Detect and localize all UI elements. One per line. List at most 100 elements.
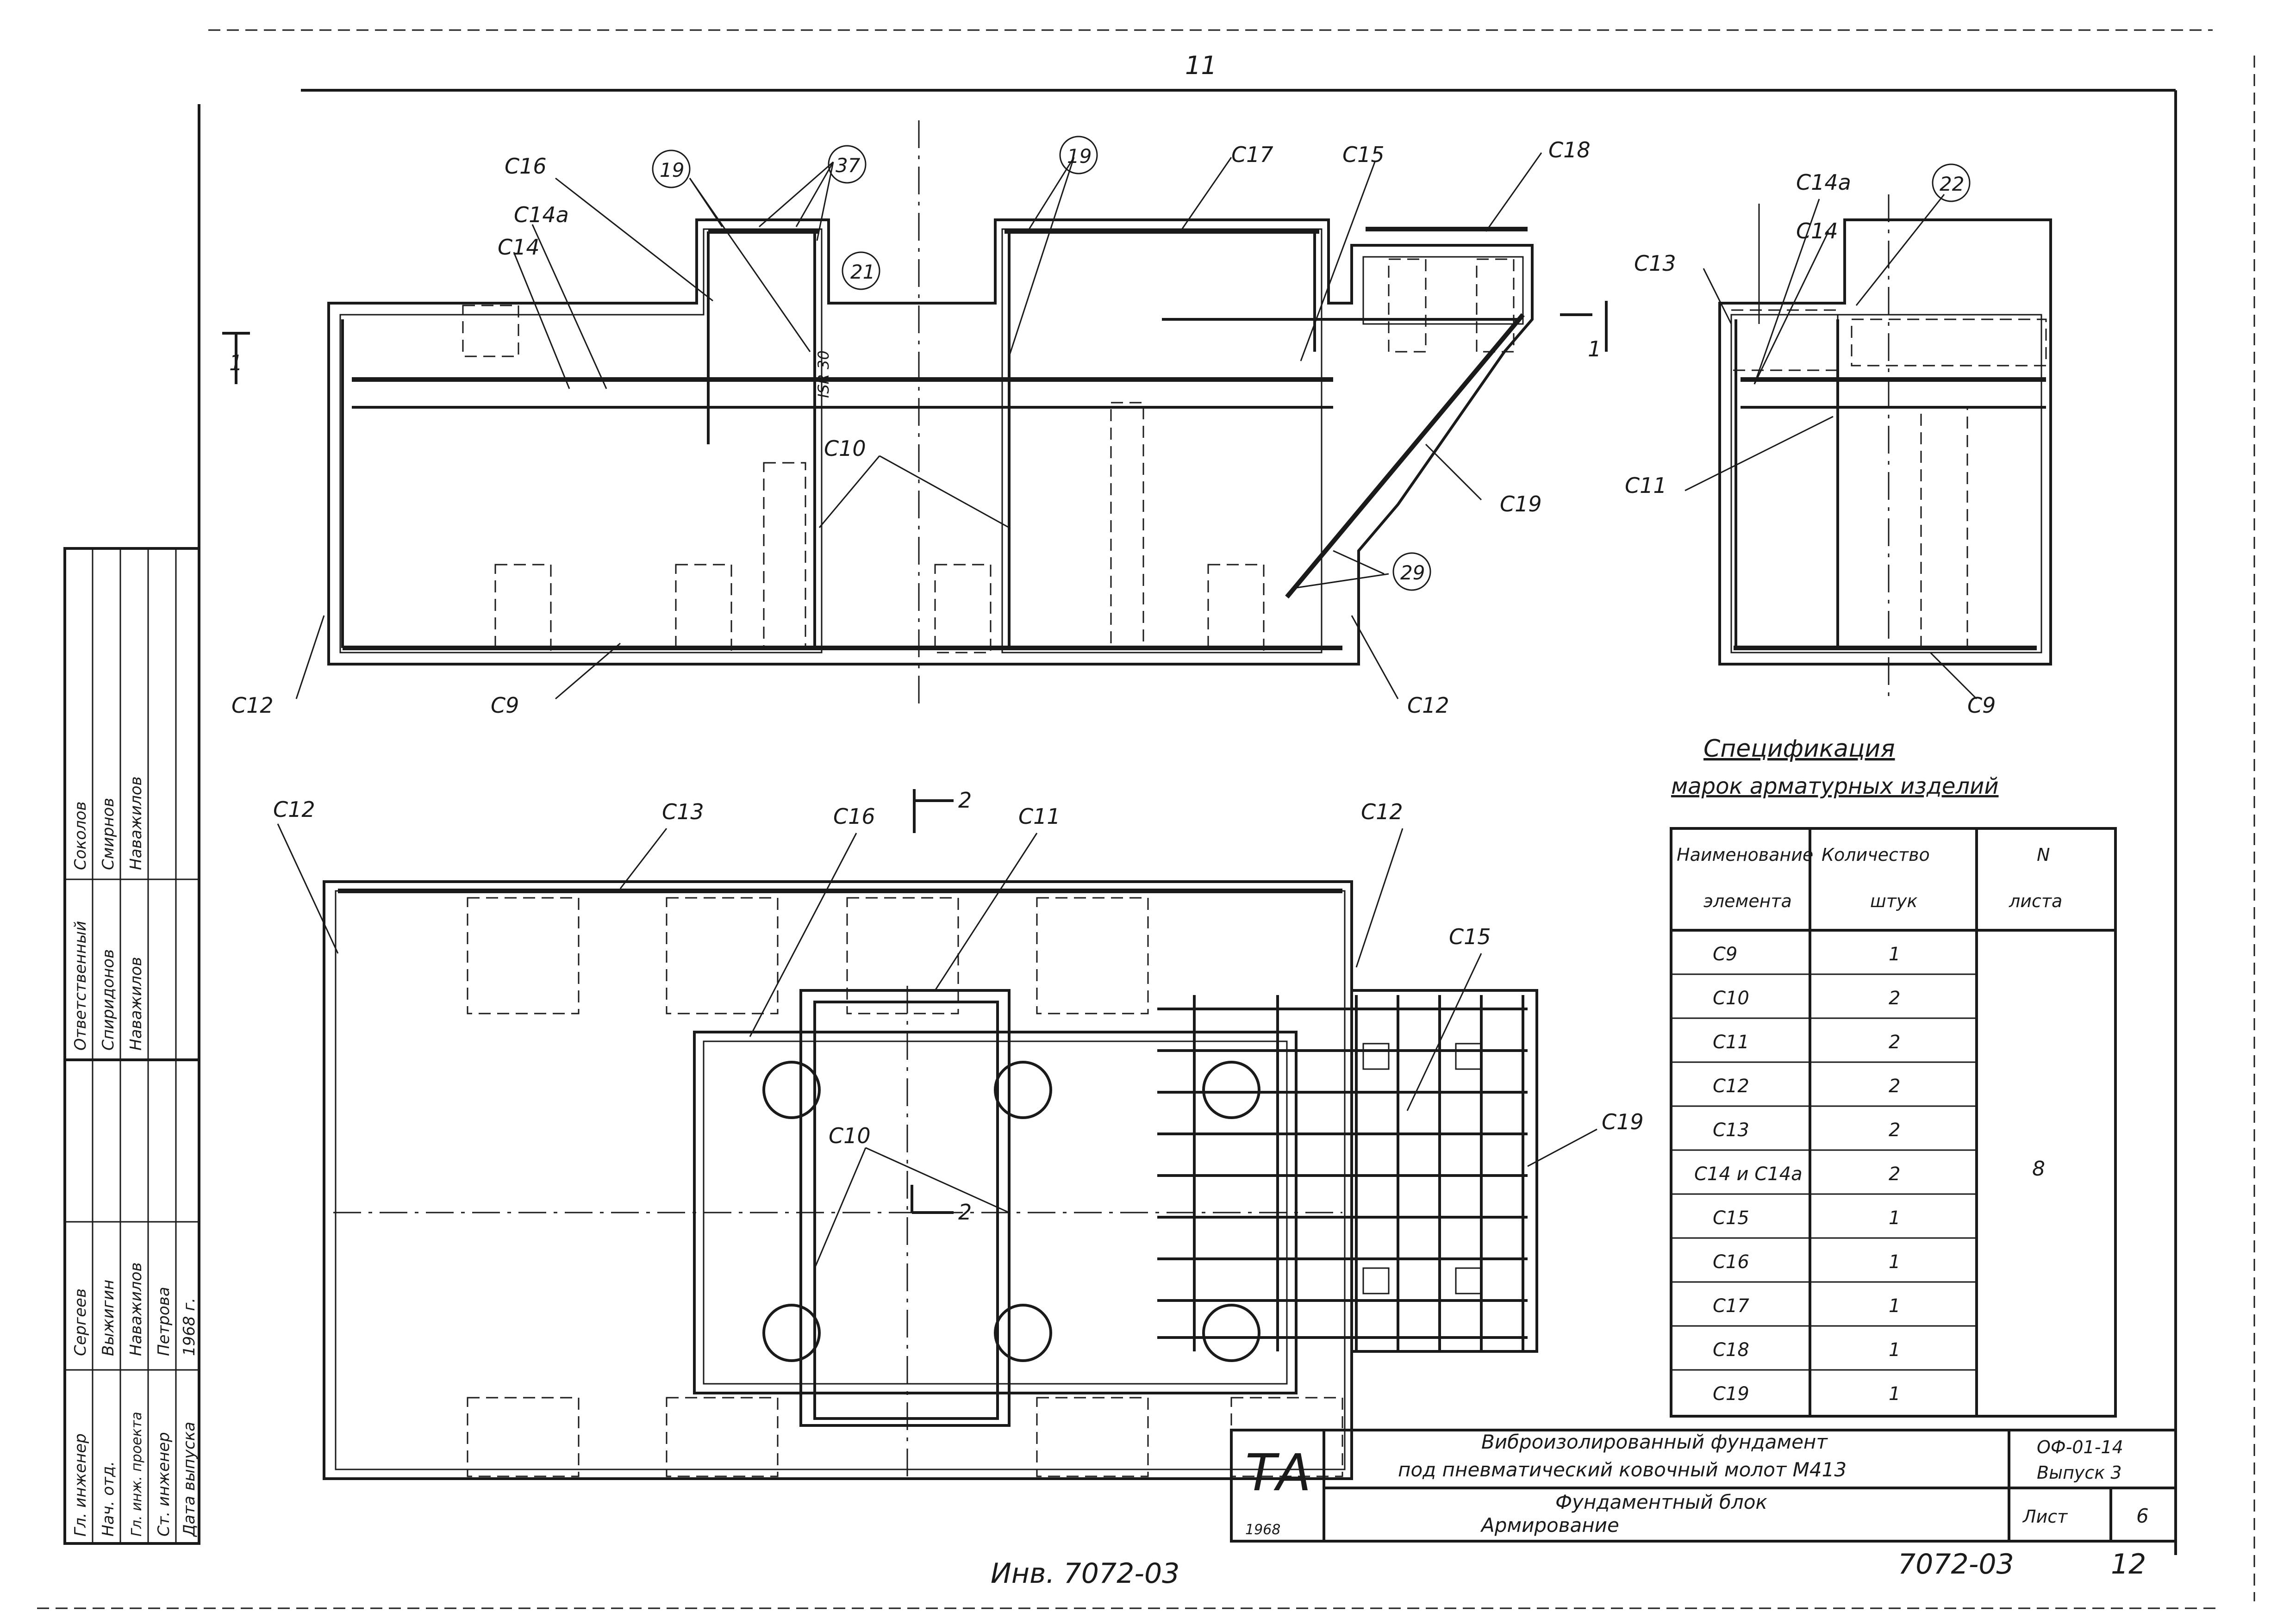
callout-19-b: 19 (1067, 145, 1092, 168)
section-marker-2-bottom: 2 (958, 1200, 972, 1225)
spec-row-qty: 1 (1889, 1295, 1900, 1317)
plan-label-c19: C19 (1602, 1109, 1644, 1134)
title-block-logo: ТА (1245, 1443, 1311, 1502)
drawing-issue: Выпуск 3 (2037, 1462, 2122, 1483)
sheet-frame (37, 29, 2255, 1609)
label-c12-right: C12 (1407, 693, 1449, 718)
spec-header-name-2: элемента (1703, 891, 1792, 911)
spec-row-name: C14 и C14a (1694, 1164, 1803, 1185)
callout-29: 29 (1400, 561, 1425, 584)
spec-header-qty-1: Количество (1822, 845, 1930, 865)
stamp-role: Ст. инженер (155, 1432, 173, 1537)
side-label-c11: C11 (1625, 473, 1667, 498)
label-c19: C19 (1500, 492, 1542, 516)
plan-view: 2 2 C12 C13 C16 C11 C12 C15 C19 C10 (273, 788, 1644, 1480)
stamp-role: Нач. отд. (99, 1461, 118, 1537)
stamp-name: Наважилов (127, 1262, 145, 1356)
label-c17: C17 (1231, 142, 1273, 167)
subtitle-line-1: Фундаментный блок (1555, 1491, 1767, 1513)
spec-header-name-1: Наименование (1677, 845, 1813, 865)
spec-row-name: C12 (1713, 1076, 1749, 1097)
spec-row: C15 1 (1713, 1207, 1900, 1229)
stamp-row: Гл. инженер Сергеев (71, 1288, 90, 1537)
stamp-role: Гл. инженер (71, 1433, 90, 1537)
section-marker-1-left: 1 (229, 350, 243, 375)
callout-22: 22 (1940, 173, 1964, 195)
plan-label-c12-left: C12 (273, 797, 315, 822)
stamp-row: Нач. отд. Выжигин (99, 1280, 118, 1537)
spec-header-qty-2: штук (1870, 891, 1917, 911)
label-c18: C18 (1548, 137, 1591, 162)
side-stamp: Гл. инженер Сергеев Нач. отд. Выжигин Гл… (63, 547, 200, 1545)
spec-row-qty: 1 (1889, 1339, 1900, 1361)
stamp-row: Гл. инж. проекта Наважилов (127, 1262, 145, 1537)
spec-row-name: C9 (1713, 944, 1737, 965)
spec-subtitle: марок арматурных изделий (1671, 773, 1999, 799)
spec-row-qty: 1 (1889, 1251, 1900, 1273)
spec-row-qty: 1 (1889, 1207, 1900, 1229)
spec-row-name: C17 (1713, 1295, 1749, 1317)
stamp-name: Петрова (155, 1287, 173, 1356)
spec-row-name: C10 (1713, 988, 1749, 1009)
stamp-extra-name: Наважилов (127, 776, 145, 870)
stamp-extra-row: Ответственный Соколов (71, 802, 90, 1051)
stamp-role: Дата выпуска (180, 1422, 199, 1537)
section-marker-2-top: 2 (958, 788, 972, 813)
spec-row-name: C19 (1713, 1383, 1749, 1405)
label-c12-left: C12 (231, 693, 274, 718)
stamp-extra-name: Смирнов (99, 798, 118, 870)
spec-row: C14 и C14a 2 (1694, 1164, 1900, 1185)
side-section-view: C14a C14 C13 C11 C9 22 (1625, 163, 2052, 718)
side-label-c13: C13 (1634, 251, 1676, 276)
inventory-right: 7072-03 (1898, 1548, 2014, 1580)
side-label-c14: C14 (1796, 218, 1838, 243)
spec-row: C10 2 (1713, 988, 1900, 1009)
stamp-role: Гл. инж. проекта (129, 1412, 145, 1537)
label-c14a: C14a (514, 202, 569, 227)
spec-sheet-number: 8 (2032, 1157, 2045, 1181)
plan-label-c12-right: C12 (1361, 799, 1403, 824)
section-marker-1-right: 1 (1588, 336, 1601, 361)
spec-row: C12 2 (1713, 1076, 1900, 1097)
title-block-year: 1968 (1245, 1522, 1280, 1538)
sheet-value: 6 (2136, 1505, 2149, 1527)
title-line-1: Виброизолированный фундамент (1481, 1431, 1828, 1453)
spec-row-name: C18 (1713, 1339, 1749, 1361)
plan-label-c10: C10 (829, 1123, 871, 1148)
page-number: 12 (2111, 1548, 2146, 1580)
spec-row: C17 1 (1713, 1295, 1900, 1317)
spec-row-name: C16 (1713, 1251, 1749, 1273)
stamp-extra-row: Наважилов Наважилов (127, 776, 145, 1051)
sheet-label: Лист (2022, 1506, 2068, 1527)
stamp-name: 1968 г. (180, 1298, 199, 1356)
side-label-c14a: C14a (1796, 170, 1851, 195)
subtitle-line-2: Армирование (1480, 1514, 1619, 1537)
side-label-c9: C9 (1967, 693, 1996, 718)
spec-row: C19 1 (1713, 1383, 1900, 1405)
callout-21: 21 (850, 261, 875, 283)
spec-title: Спецификация (1703, 735, 1895, 763)
spec-row: C11 2 (1713, 1032, 1900, 1053)
spec-row-name: C13 (1713, 1120, 1749, 1141)
spec-header-sheet-1: N (2037, 845, 2050, 865)
plan-label-c15: C15 (1449, 924, 1491, 949)
plan-label-c13: C13 (662, 799, 704, 824)
spec-row-qty: 2 (1889, 1076, 1900, 1097)
spec-row-qty: 2 (1889, 1032, 1900, 1053)
stamp-extra-role: Спиридонов (99, 949, 118, 1051)
plan-label-c16: C16 (833, 804, 875, 829)
label-c15: C15 (1342, 142, 1385, 167)
stamp-row: Дата выпуска 1968 г. (180, 1298, 199, 1537)
elevation-view: 1 1 C16 C14a C14 C17 C15 C18 C10 C19 C (222, 120, 1608, 718)
spec-row-qty: 2 (1889, 1164, 1900, 1185)
stamp-extra-row: Спиридонов Смирнов (99, 798, 118, 1051)
top-mark: 11 (1185, 51, 1217, 80)
stamp-extra-role: Наважилов (127, 957, 145, 1051)
spec-row-qty: 2 (1889, 1120, 1900, 1141)
label-c10: C10 (824, 436, 866, 461)
inventory-left: Инв. 7072-03 (991, 1557, 1179, 1590)
spec-row-name: C11 (1713, 1032, 1749, 1053)
spec-row: C18 1 (1713, 1339, 1900, 1361)
plan-label-c11: C11 (1018, 804, 1061, 829)
